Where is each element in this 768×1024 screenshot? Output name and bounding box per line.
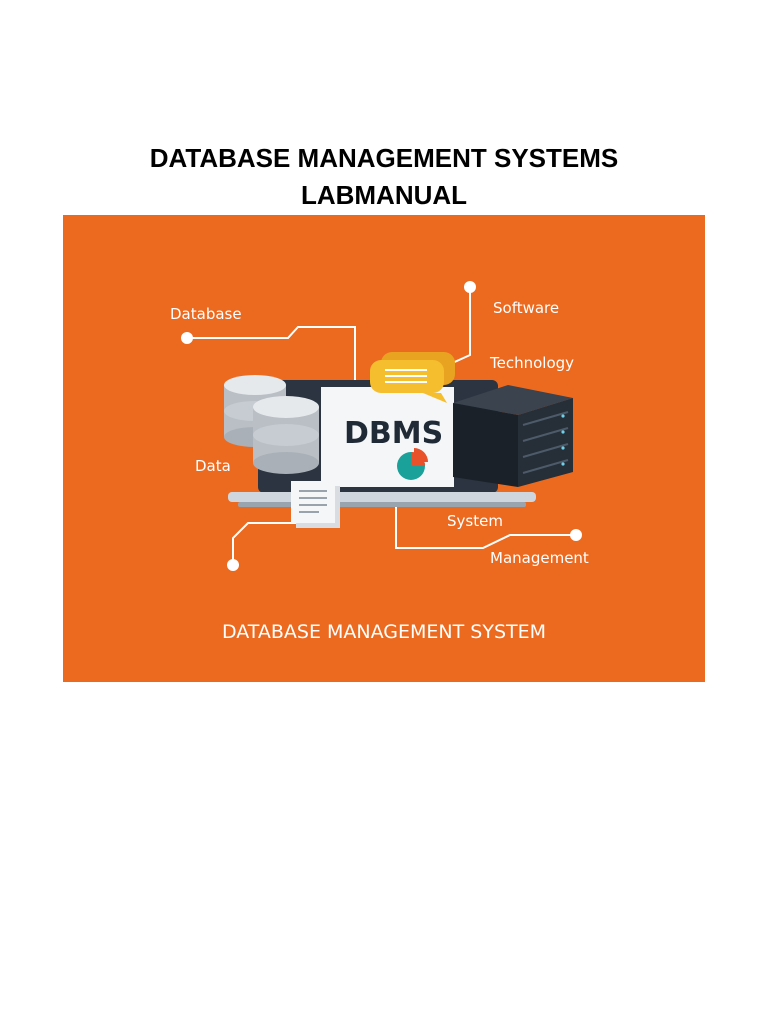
connector-software xyxy=(447,287,471,366)
page-title-line-2: LABMANUAL xyxy=(300,180,468,210)
dot-software xyxy=(464,281,476,293)
illustration-footer-title: DATABASE MANAGEMENT SYSTEM xyxy=(222,621,546,643)
screen-dbms-text: DBMS xyxy=(344,416,443,451)
label-system: System xyxy=(447,512,503,530)
laptop-screen xyxy=(321,387,454,487)
dot-database xyxy=(181,332,193,344)
document-icon xyxy=(291,481,340,528)
label-management: Management xyxy=(490,549,589,567)
label-database: Database xyxy=(170,305,242,323)
connector-database xyxy=(187,326,356,385)
dbms-illustration: DBMS xyxy=(63,215,705,682)
page-title: DATABASE MANAGEMENT SYSTEMS LABMANUAL xyxy=(0,140,768,214)
connector-dots xyxy=(181,281,582,571)
label-software: Software xyxy=(493,299,559,317)
connector-lines xyxy=(187,287,576,565)
dot-system xyxy=(570,529,582,541)
connector-data xyxy=(232,522,301,565)
chat-bubble-icon xyxy=(370,352,455,403)
page-title-line-1: DATABASE MANAGEMENT SYSTEMS xyxy=(149,143,619,173)
dbms-illustration-graphic: DBMS xyxy=(170,281,589,643)
dot-data xyxy=(227,559,239,571)
label-data: Data xyxy=(195,457,231,475)
laptop-base xyxy=(228,492,536,502)
server-rack-icon xyxy=(453,385,573,487)
label-technology: Technology xyxy=(489,354,574,372)
connector-system xyxy=(395,505,576,549)
database-cylinders-icon xyxy=(224,375,319,474)
pie-chart-icon xyxy=(397,448,428,480)
